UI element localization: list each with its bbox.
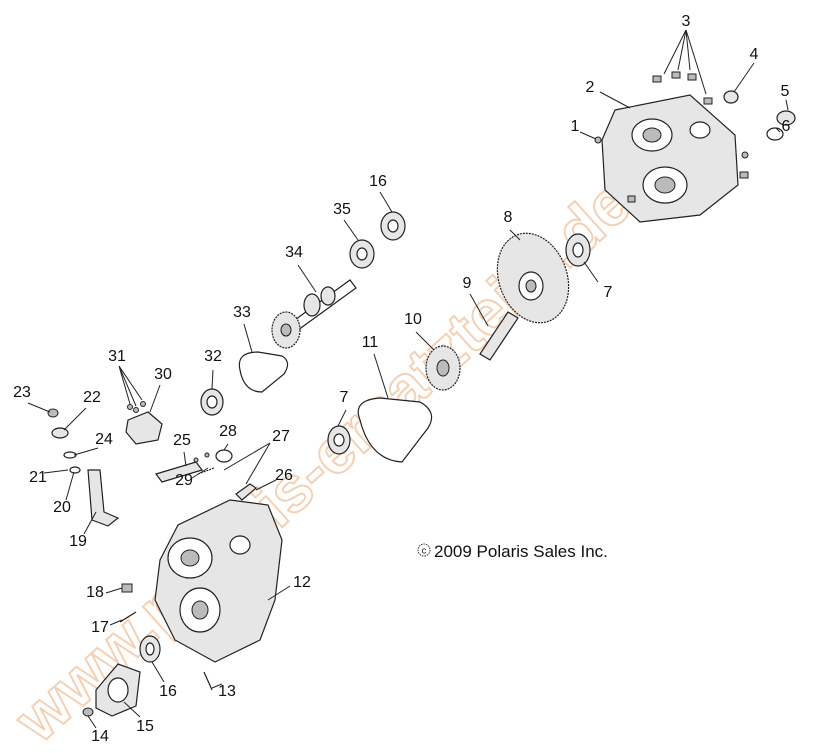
part-shaft-34 [271, 279, 357, 349]
part-lever-26 [235, 483, 257, 501]
part-chain-33 [238, 351, 289, 393]
part-main-housing-12 [154, 499, 283, 663]
callout-6: 6 [782, 118, 791, 135]
callout-30: 30 [154, 366, 172, 383]
part-pin-17 [119, 611, 137, 623]
callout-7-lower: 7 [340, 389, 349, 406]
callout-17: 17 [91, 619, 109, 636]
part-gear-8 [496, 232, 570, 324]
callout-10: 10 [404, 311, 422, 328]
callout-34: 34 [285, 244, 303, 261]
part-bearing-32 [200, 388, 224, 416]
callout-14: 14 [91, 728, 109, 745]
callout-16-lower: 16 [159, 683, 177, 700]
callout-19: 19 [69, 533, 87, 550]
callout-27: 27 [272, 428, 290, 445]
part-cover-housing [601, 94, 739, 223]
callout-1: 1 [571, 118, 580, 135]
copyright-symbol-icon [417, 543, 431, 557]
callout-23: 23 [13, 384, 31, 401]
callout-7-upper: 7 [604, 284, 613, 301]
part-chain-11 [357, 397, 433, 463]
part-sensor-18 [121, 583, 133, 593]
callout-35: 35 [333, 201, 351, 218]
callout-2: 2 [586, 79, 595, 96]
part-bolt-13 [203, 671, 213, 691]
callout-12: 12 [293, 574, 311, 591]
callout-22: 22 [83, 389, 101, 406]
copyright-notice: c 2009 Polaris Sales Inc. [417, 542, 608, 561]
copyright-text: 2009 Polaris Sales Inc. [434, 542, 608, 561]
callout-13: 13 [218, 683, 236, 700]
callout-28: 28 [219, 423, 237, 440]
callout-21: 21 [29, 469, 47, 486]
callout-29: 29 [175, 472, 193, 489]
callout-24: 24 [95, 431, 113, 448]
callout-8: 8 [504, 209, 513, 226]
callout-33: 33 [233, 304, 251, 321]
part-bearing-16-upper [380, 211, 406, 241]
callout-11: 11 [362, 334, 379, 351]
callout-32: 32 [204, 348, 222, 365]
callout-25: 25 [173, 432, 191, 449]
part-seal-4 [723, 90, 739, 104]
part-shaft-9 [479, 311, 519, 361]
part-bearing-7-lower [327, 425, 351, 455]
copyright-symbol: c [422, 546, 427, 556]
callout-18: 18 [86, 584, 104, 601]
part-bearing-7-upper [565, 233, 591, 267]
leader-lines [27, 29, 789, 729]
callout-20: 20 [53, 499, 71, 516]
callout-15: 15 [136, 718, 154, 735]
part-bolt-14 [82, 707, 94, 717]
callout-labels: 1 2 3 4 5 6 7 7 8 9 10 11 12 13 14 15 16… [13, 13, 790, 745]
callout-3: 3 [682, 13, 691, 30]
part-bearing-16-lower [139, 635, 161, 663]
callout-4: 4 [750, 46, 759, 63]
callout-5: 5 [781, 83, 790, 100]
part-bolts [594, 71, 749, 203]
part-gear-10 [425, 345, 461, 391]
part-shift-bracket-30 [125, 401, 163, 445]
callout-9: 9 [463, 275, 472, 292]
callout-16-upper: 16 [369, 173, 387, 190]
callout-26: 26 [275, 467, 293, 484]
part-cover-15 [95, 663, 141, 717]
part-nut-5 [776, 110, 796, 126]
part-bearing-35 [349, 239, 375, 269]
callout-31: 31 [108, 348, 126, 365]
